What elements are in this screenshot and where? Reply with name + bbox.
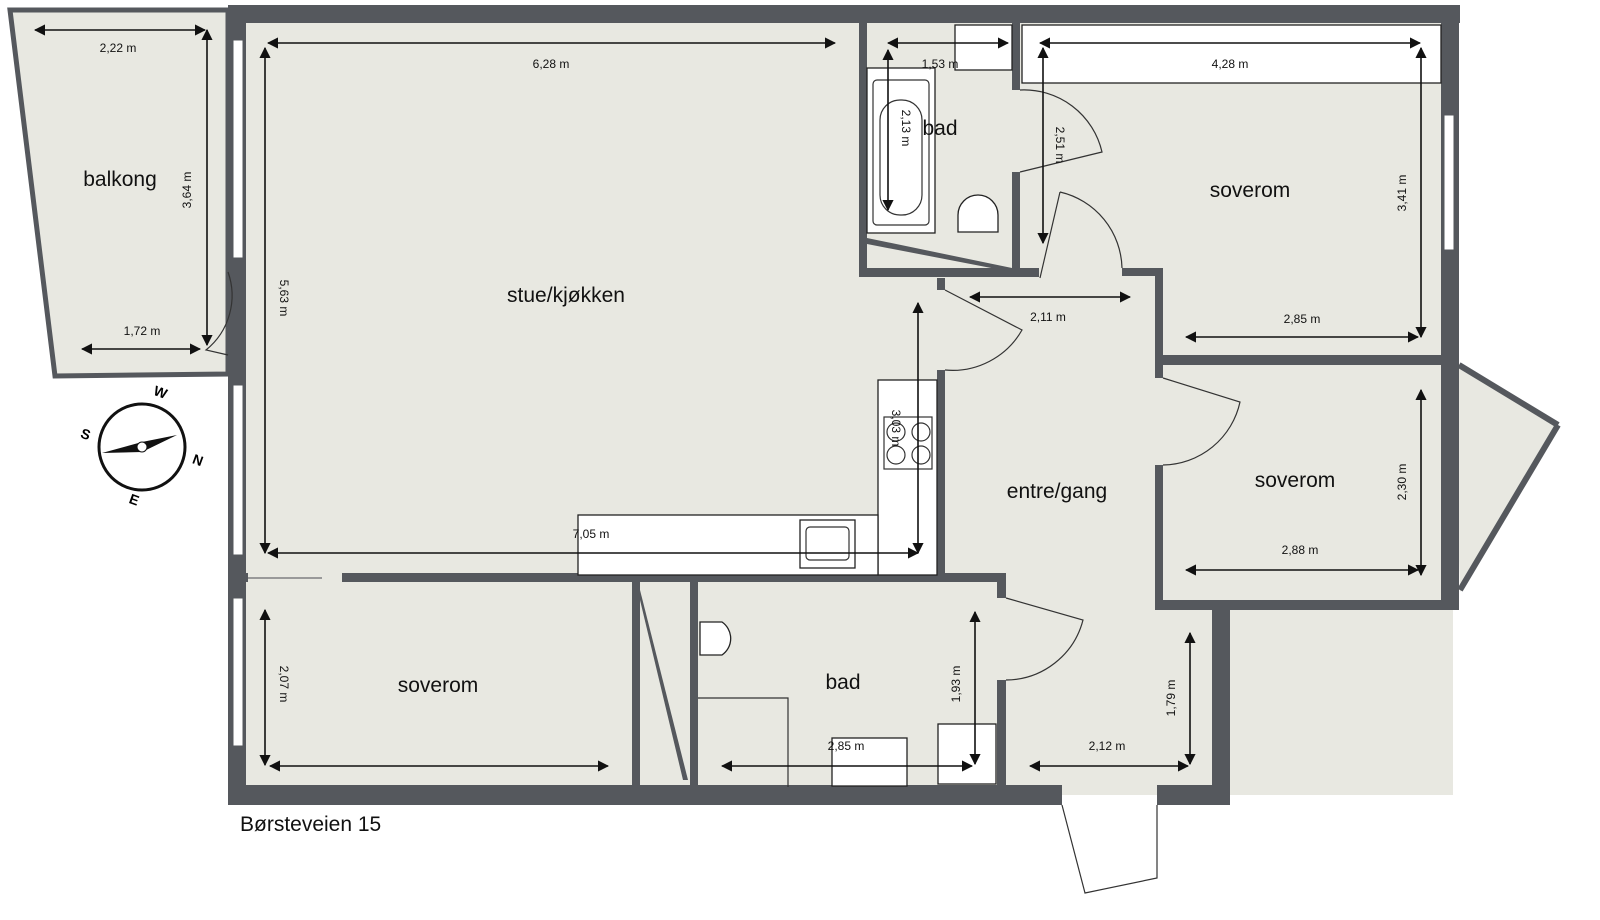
room-label-soverom: soverom <box>398 674 479 697</box>
dim-label: 2,85 m <box>828 739 865 753</box>
toilet-2 <box>699 621 732 656</box>
dimension-labels: 2,22 m 3,64 m 1,72 m 6,28 m 5,63 m 7,05 … <box>100 41 1409 753</box>
toilet <box>957 194 999 233</box>
dim-label: 1,79 m <box>1164 680 1178 717</box>
compass-rose-icon: W N S E <box>79 382 206 508</box>
room-label-soverom: soverom <box>1255 469 1336 492</box>
dim-label: 2,51 m <box>1053 127 1067 164</box>
dim-label: 5,63 m <box>277 280 291 317</box>
address-label: Børsteveien 15 <box>240 813 381 836</box>
room-label-bad: bad <box>922 117 957 140</box>
shafts <box>640 238 1012 780</box>
dim-label: 3,03 m <box>889 410 903 447</box>
dim-label: 6,28 m <box>533 57 570 71</box>
dim-label: 3,41 m <box>1395 175 1409 212</box>
dim-label: 2,11 m <box>1030 310 1066 324</box>
compass-e: E <box>127 490 141 508</box>
shower <box>698 697 789 787</box>
dimension-lines <box>33 24 1427 772</box>
dim-label: 2,30 m <box>1395 464 1409 501</box>
windows <box>232 39 1561 747</box>
dim-label: 2,88 m <box>1282 543 1319 557</box>
room-label-bad: bad <box>825 671 860 694</box>
room-labels: balkong stue/kjøkken bad soverom entre/g… <box>83 117 1335 697</box>
room-label-balkong: balkong <box>83 168 157 191</box>
dim-label: 1,93 m <box>949 666 963 703</box>
room-label-entre-gang: entre/gang <box>1007 480 1107 503</box>
dim-label: 4,28 m <box>1212 57 1249 71</box>
kitchen-counter-vertical <box>877 379 938 576</box>
compass-w: W <box>152 382 171 402</box>
wardrobe <box>1021 24 1442 84</box>
dim-label: 7,05 m <box>573 527 610 541</box>
stove <box>883 416 933 470</box>
dim-label: 2,85 m <box>1284 312 1321 326</box>
dim-label: 2,12 m <box>1089 739 1126 753</box>
room-label-stue-kjokken: stue/kjøkken <box>507 284 625 307</box>
room-label-soverom: soverom <box>1210 179 1291 202</box>
compass-n: N <box>191 451 206 469</box>
dim-label: 2,22 m <box>100 41 137 55</box>
compass-s: S <box>79 425 93 443</box>
bathroom-sink <box>954 24 1013 71</box>
dim-label: 1,53 m <box>922 57 959 71</box>
dim-label: 2,13 m <box>899 110 913 147</box>
floor-area <box>12 10 1555 795</box>
doors <box>204 89 1241 894</box>
dim-label: 1,72 m <box>124 324 161 338</box>
dim-label: 2,07 m <box>277 666 291 703</box>
washer <box>937 723 997 785</box>
dim-label: 3,64 m <box>180 172 194 209</box>
bathtub <box>866 67 936 234</box>
